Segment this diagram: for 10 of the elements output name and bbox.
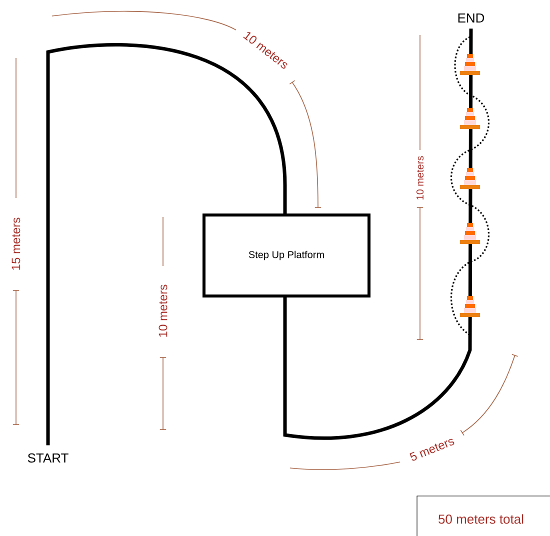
start-label: START: [28, 453, 68, 463]
total-label: 50 meters total: [438, 514, 524, 524]
dimension-label: 10 meters: [158, 284, 168, 337]
course-line: [283, 28, 473, 440]
platform-box: Step Up Platform: [202, 214, 370, 298]
dimension-label: 5 meters: [410, 438, 454, 461]
dimension-label: 10 meters: [416, 156, 424, 200]
dimension-label: 15 meters: [12, 218, 20, 270]
course-line: [46, 43, 287, 446]
end-label: END: [458, 14, 484, 22]
